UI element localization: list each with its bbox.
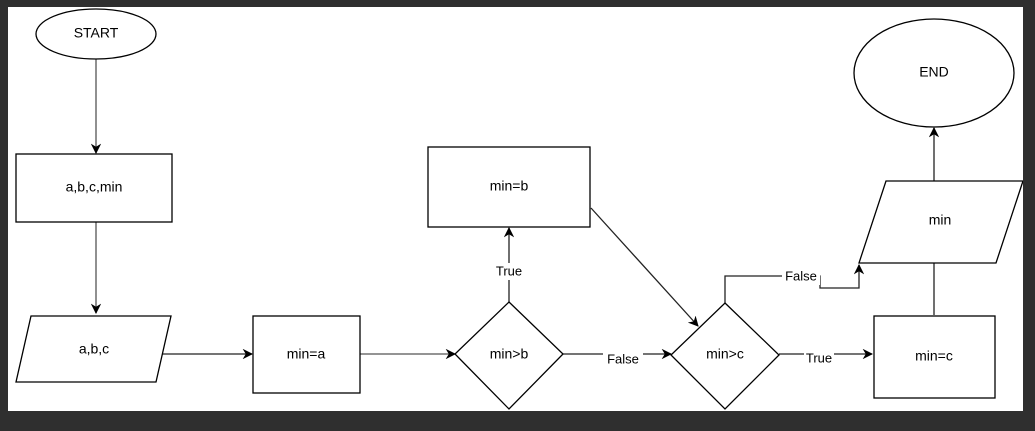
- edge-label-false-b: False: [607, 351, 639, 366]
- cond-c-label: min>c: [706, 346, 744, 362]
- flowchart-canvas: True False False True START a,b,c,min: [8, 7, 1023, 411]
- edge-assign-b-to-cond-c: [590, 207, 699, 327]
- cond-b-node: min>b: [454, 301, 564, 410]
- input-node: a,b,c: [15, 315, 172, 383]
- assign-a-label: min=a: [287, 346, 326, 362]
- assign-b-label: min=b: [490, 178, 529, 194]
- end-node: END: [853, 18, 1015, 128]
- assign-a-node: min=a: [252, 315, 361, 394]
- assign-c-label: min=c: [915, 348, 953, 364]
- output-label: min: [929, 212, 952, 228]
- input-label: a,b,c: [79, 341, 109, 357]
- cond-c-node: min>c: [670, 302, 780, 410]
- start-node: START: [35, 8, 157, 60]
- assign-b-node: min=b: [427, 146, 591, 228]
- declare-node: a,b,c,min: [15, 153, 173, 223]
- assign-c-node: min=c: [873, 315, 996, 399]
- edge-label-true-c: True: [806, 350, 832, 365]
- flowchart: True False False True START a,b,c,min: [15, 8, 1023, 410]
- output-node: min: [858, 180, 1023, 264]
- edge-label-true-b: True: [496, 263, 522, 278]
- cond-b-label: min>b: [490, 346, 529, 362]
- declare-label: a,b,c,min: [66, 179, 123, 195]
- end-label: END: [919, 64, 949, 80]
- edge-label-false-c: False: [785, 268, 817, 283]
- start-label: START: [74, 25, 119, 41]
